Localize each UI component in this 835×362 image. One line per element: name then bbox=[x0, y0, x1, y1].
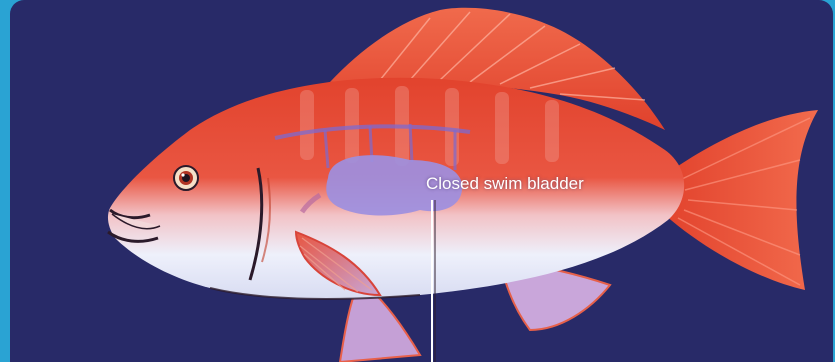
swim-bladder-label: Closed swim bladder bbox=[426, 174, 584, 194]
tail-fin bbox=[665, 110, 818, 290]
